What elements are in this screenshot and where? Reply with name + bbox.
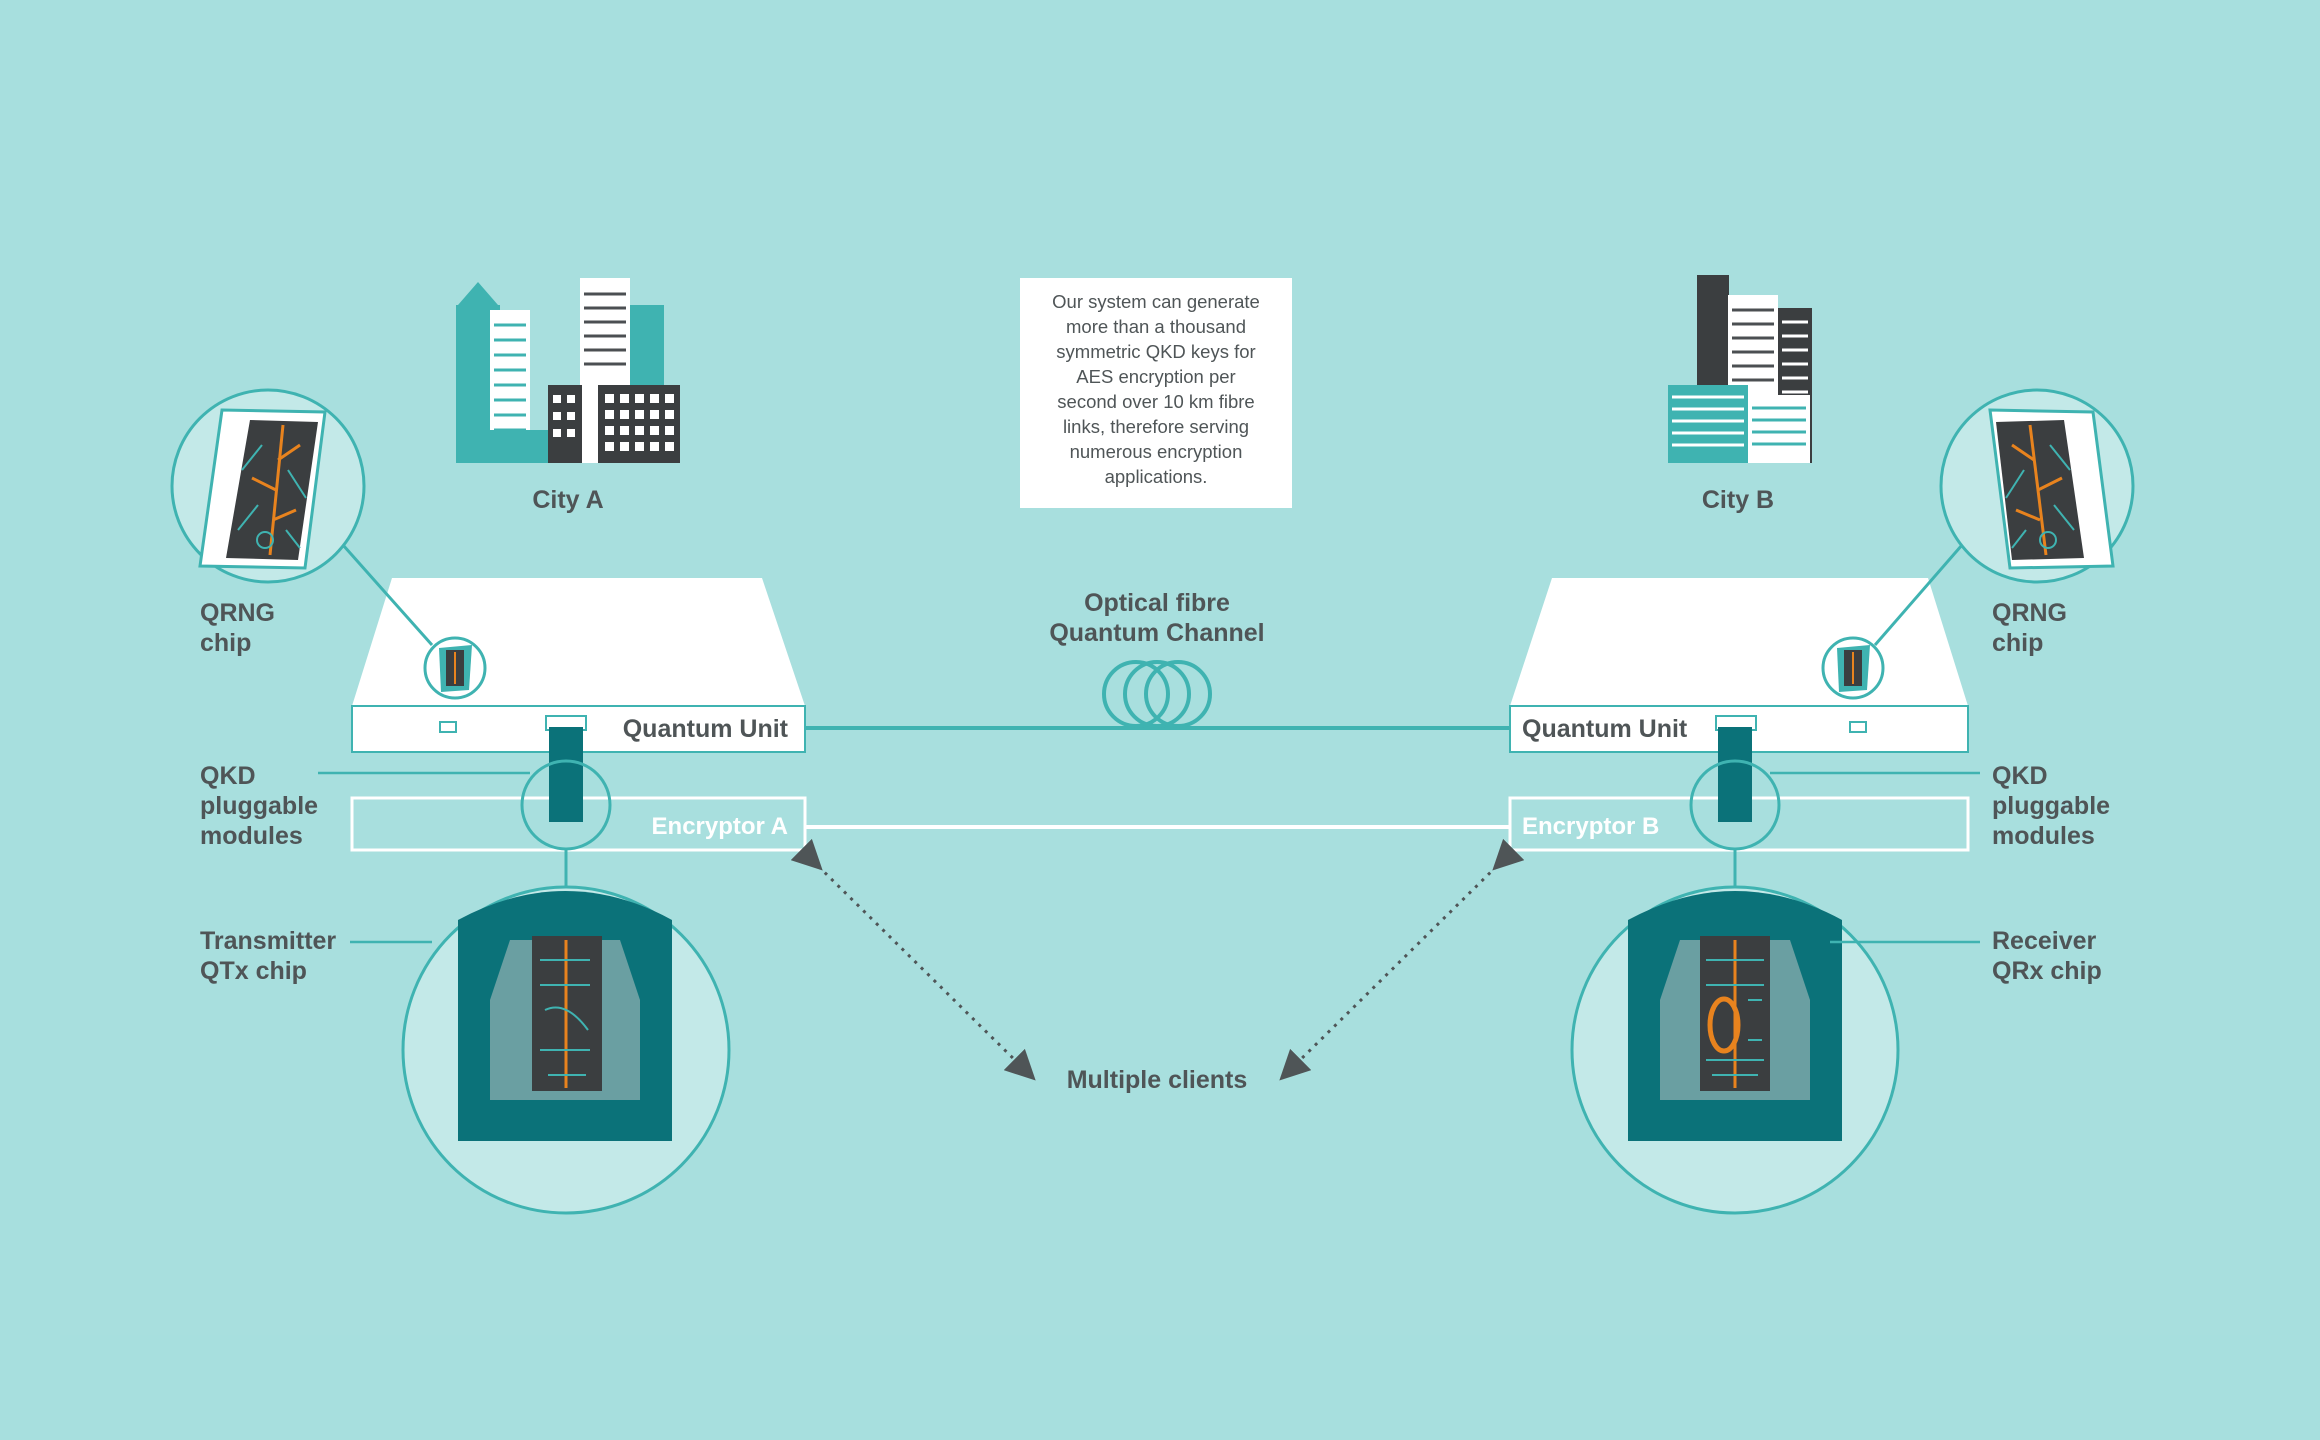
info-line: numerous encryption xyxy=(1070,441,1243,462)
qrng-chip-small-left-icon xyxy=(423,636,487,700)
city-a-label: City A xyxy=(532,486,603,514)
info-line: AES encryption per xyxy=(1076,366,1235,387)
fibre-coil-icon xyxy=(1102,660,1212,728)
qkd-module-a xyxy=(549,727,583,822)
qkd-label-left-2: pluggable xyxy=(200,792,318,820)
qkd-label-left-3: modules xyxy=(200,822,303,850)
qrng-label-left-2: chip xyxy=(200,629,251,657)
qkd-label-right-2: pluggable xyxy=(1992,792,2110,820)
qrng-chip-small-right-icon xyxy=(1821,636,1885,700)
city-b-label: City B xyxy=(1702,486,1774,514)
quantum-unit-b-label: Quantum Unit xyxy=(1522,715,1688,743)
qrng-chip-left-zoom xyxy=(170,388,434,646)
info-line: more than a thousand xyxy=(1066,316,1246,337)
callout-lines xyxy=(318,771,1980,944)
city-b-buildings-icon xyxy=(1668,275,1812,463)
encryptor-b-label: Encryptor B xyxy=(1522,813,1659,840)
channel-label-line1: Optical fibre xyxy=(1084,589,1230,617)
qkd-label-right-1: QKD xyxy=(1992,762,2048,790)
qkd-module-b xyxy=(1718,727,1752,822)
info-line: links, therefore serving xyxy=(1063,416,1249,437)
info-line: Our system can generate xyxy=(1052,291,1260,312)
qkd-label-right-3: modules xyxy=(1992,822,2095,850)
receiver-chip-zoom xyxy=(1570,849,1900,1215)
clients-label: Multiple clients xyxy=(1067,1066,1248,1094)
info-line: second over 10 km fibre xyxy=(1057,391,1254,412)
encryptor-a-label: Encryptor A xyxy=(652,813,788,840)
transmitter-chip-zoom xyxy=(401,849,731,1215)
channel-label-line2: Quantum Channel xyxy=(1049,619,1264,647)
qkd-label-left-1: QKD xyxy=(200,762,256,790)
info-box xyxy=(1020,278,1292,508)
qrng-label-right-1: QRNG xyxy=(1992,599,2067,627)
receiver-label-1: Receiver xyxy=(1992,927,2097,955)
info-box-text: Our system can generate more than a thou… xyxy=(1052,291,1260,487)
qrng-label-left-1: QRNG xyxy=(200,599,275,627)
transmitter-label-2: QTx chip xyxy=(200,957,307,985)
qrng-label-right-2: chip xyxy=(1992,629,2043,657)
qrng-chip-right-zoom xyxy=(1873,388,2135,646)
info-line: symmetric QKD keys for xyxy=(1056,341,1255,362)
receiver-label-2: QRx chip xyxy=(1992,957,2102,985)
city-a-buildings-icon xyxy=(456,278,680,463)
transmitter-label-1: Transmitter xyxy=(200,927,336,955)
quantum-unit-a-label: Quantum Unit xyxy=(623,715,789,743)
info-line: applications. xyxy=(1105,466,1208,487)
